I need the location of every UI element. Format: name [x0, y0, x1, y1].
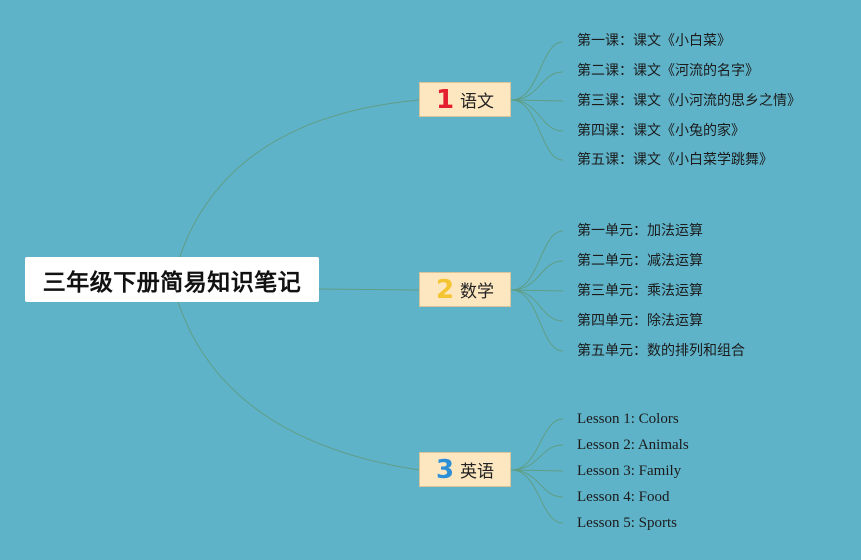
branch-number-3: 3 [435, 454, 455, 485]
leaf-math-1[interactable]: 第一单元：加法运算 [577, 223, 703, 239]
connector-b1-leaf-2 [510, 71, 564, 101]
leaf-math-3[interactable]: 第三单元：乘法运算 [577, 283, 703, 299]
branch-label-english: 英语 [460, 462, 495, 482]
leaf-chinese-3[interactable]: 第三课：课文《小河流的思乡之情》 [577, 93, 801, 109]
connector-b1-leaf-5 [510, 99, 564, 161]
leaf-chinese-1[interactable]: 第一课：课文《小白菜》 [577, 33, 731, 49]
connector-b3-leaf-1 [510, 418, 564, 471]
connector-b1-leaf-3 [510, 99, 564, 102]
connector-root-branch-2 [318, 288, 420, 291]
leaf-math-2[interactable]: 第二单元：减法运算 [577, 253, 703, 269]
connector-b1-leaf-1 [510, 41, 564, 101]
leaf-english-5[interactable]: Lesson 5: Sports [577, 515, 678, 531]
connector-b2-leaf-2 [510, 260, 564, 291]
root-topic[interactable]: 三年级下册简易知识笔记 [25, 257, 319, 302]
connector-b2-leaf-3 [510, 289, 564, 292]
connector-b3-leaf-5 [510, 469, 564, 524]
connector-b2-leaf-5 [510, 289, 564, 352]
connector-b2-leaf-4 [510, 289, 564, 322]
leaf-math-4[interactable]: 第四单元：除法运算 [577, 313, 703, 329]
leaf-chinese-4[interactable]: 第四课：课文《小兔的家》 [577, 123, 745, 139]
branch-label-math: 数学 [460, 282, 495, 302]
leaf-math-5[interactable]: 第五单元：数的排列和组合 [577, 343, 745, 359]
branch-english[interactable]: 3 英语 [419, 452, 511, 487]
connector-root-branch-1 [177, 99, 420, 263]
connector-b3-leaf-3 [510, 469, 564, 472]
leaf-chinese-2[interactable]: 第二课：课文《河流的名字》 [577, 63, 759, 79]
branch-chinese[interactable]: 1 语文 [419, 82, 511, 117]
leaf-english-2[interactable]: Lesson 2: Animals [577, 437, 689, 453]
branch-number-2: 2 [435, 274, 455, 305]
connector-root-branch-3 [177, 301, 420, 471]
leaf-english-3[interactable]: Lesson 3: Family [577, 463, 682, 479]
connector-b2-leaf-1 [510, 230, 564, 291]
branch-label-chinese: 语文 [460, 92, 495, 112]
leaf-english-1[interactable]: Lesson 1: Colors [577, 411, 679, 427]
connector-b3-leaf-2 [510, 444, 564, 471]
leaf-chinese-5[interactable]: 第五课：课文《小白菜学跳舞》 [577, 152, 773, 168]
leaf-english-4[interactable]: Lesson 4: Food [577, 489, 670, 505]
connector-b1-leaf-4 [510, 99, 564, 132]
root-title: 三年级下册简易知识笔记 [42, 269, 302, 296]
branch-math[interactable]: 2 数学 [419, 272, 511, 307]
branch-number-1: 1 [435, 84, 455, 115]
